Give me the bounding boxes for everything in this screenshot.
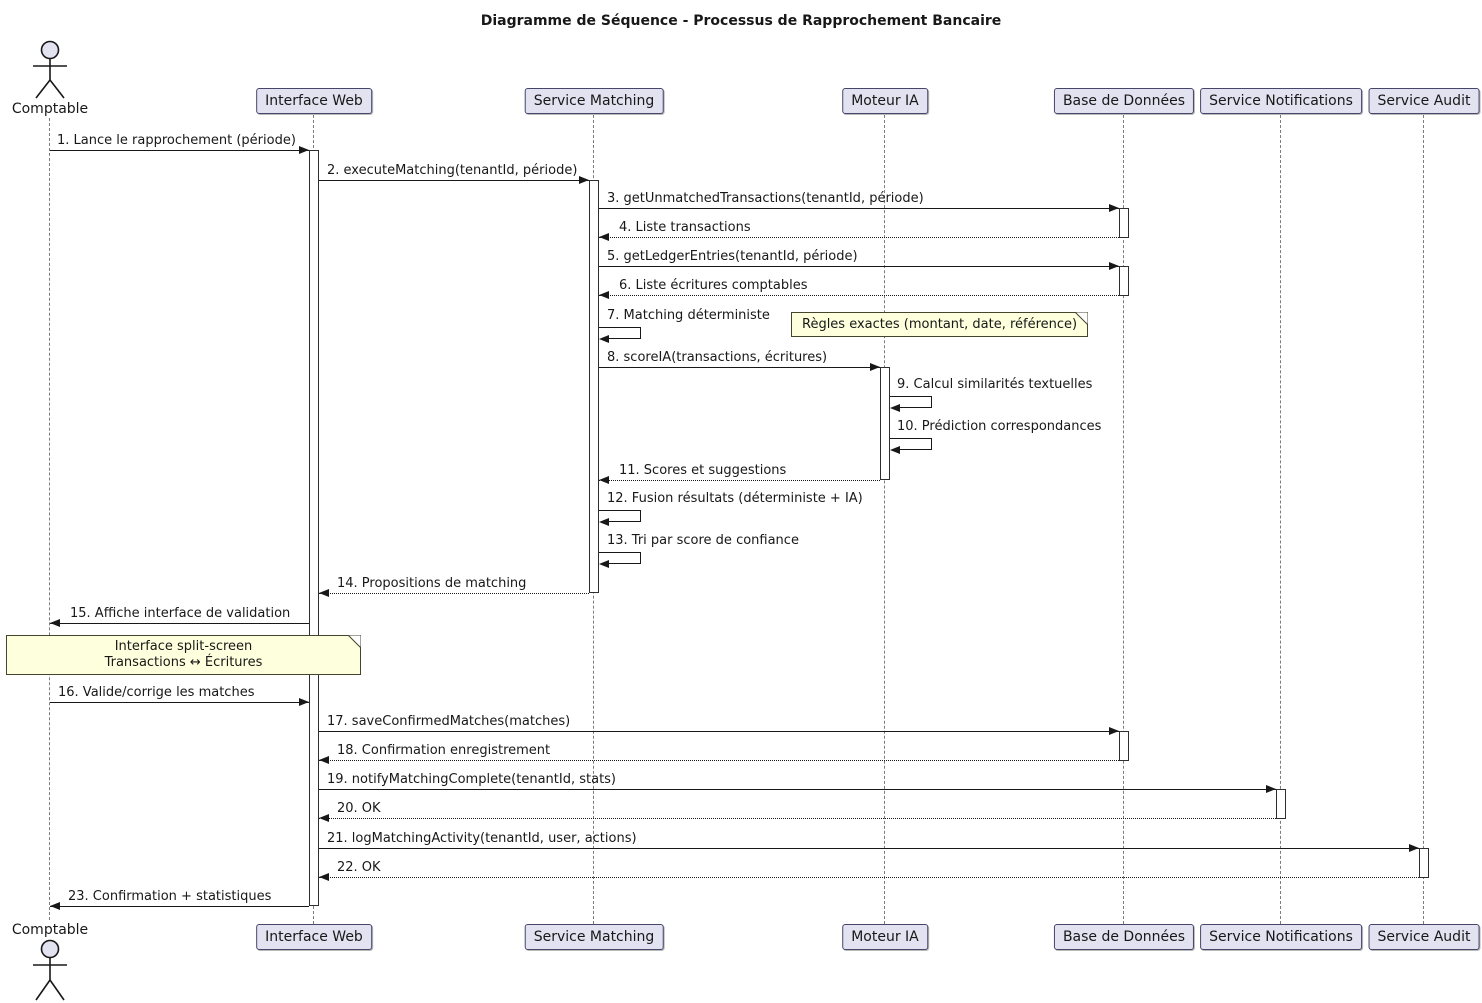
message-22-label: 22. OK [337, 860, 381, 875]
message-11-label: 11. Scores et suggestions [619, 463, 787, 478]
message-19-label: 19. notifyMatchingComplete(tenantId, sta… [327, 772, 617, 787]
participant-service-matching-top: Service Matching [524, 88, 664, 114]
note-split-screen: Interface split-screen Transactions ↔ Éc… [6, 635, 361, 675]
message-8-label: 8. scoreIA(transactions, écritures) [607, 350, 828, 365]
note-split-screen-line1: Interface split-screen [114, 639, 253, 654]
activation-notifications [1276, 789, 1286, 819]
actor-figure-top [33, 40, 67, 99]
activation-moteur-ia [880, 367, 890, 480]
activation-bdd-2 [1119, 266, 1129, 296]
note-fold-icon [348, 635, 361, 648]
participant-service-notifications-top: Service Notifications [1200, 88, 1362, 114]
lifeline-comptable [49, 118, 50, 920]
participant-service-notifications-bottom: Service Notifications [1200, 924, 1362, 950]
activation-bdd-3 [1119, 731, 1129, 761]
message-7-self-arrow [599, 327, 641, 343]
message-20-label: 20. OK [337, 801, 381, 816]
activation-service-matching [589, 180, 599, 593]
lifeline-service-audit [1423, 115, 1424, 924]
message-6-label: 6. Liste écritures comptables [619, 278, 808, 293]
note-fold-icon [1075, 312, 1089, 325]
activation-interface-web [309, 150, 319, 906]
participant-service-matching-bottom: Service Matching [524, 924, 664, 950]
message-23-label: 23. Confirmation + statistiques [68, 889, 272, 904]
message-12-label: 12. Fusion résultats (déterministe + IA) [607, 491, 863, 506]
participant-service-audit-bottom: Service Audit [1368, 924, 1480, 950]
activation-audit [1419, 848, 1429, 878]
message-2-label: 2. executeMatching(tenantId, période) [327, 163, 578, 178]
message-13-self-arrow [599, 552, 641, 568]
diagram-title: Diagramme de Séquence - Processus de Rap… [480, 13, 1002, 29]
note-regles-exactes-text: Règles exactes (montant, date, référence… [802, 317, 1078, 332]
message-14-label: 14. Propositions de matching [337, 576, 527, 591]
message-17-label: 17. saveConfirmedMatches(matches) [327, 714, 571, 729]
lifeline-moteur-ia [884, 115, 885, 924]
message-12-self-arrow [599, 510, 641, 526]
lifeline-base-de-donnees [1123, 115, 1124, 924]
actor-label-comptable-top: Comptable [11, 101, 89, 117]
activation-bdd-1 [1119, 208, 1129, 238]
note-split-screen-line2: Transactions ↔ Écritures [104, 655, 263, 670]
message-9-label: 9. Calcul similarités textuelles [897, 377, 1093, 392]
message-10-label: 10. Prédiction correspondances [897, 419, 1102, 434]
message-18-label: 18. Confirmation enregistrement [337, 743, 551, 758]
actor-figure-bottom [33, 939, 67, 1001]
message-15-label: 15. Affiche interface de validation [70, 606, 291, 621]
message-4-label: 4. Liste transactions [619, 220, 751, 235]
message-5-label: 5. getLedgerEntries(tenantId, période) [607, 249, 858, 264]
participant-interface-web-bottom: Interface Web [256, 924, 372, 950]
message-13-label: 13. Tri par score de confiance [607, 533, 799, 548]
message-16-label: 16. Valide/corrige les matches [58, 685, 255, 700]
message-9-self-arrow [890, 396, 932, 412]
participant-service-audit-top: Service Audit [1368, 88, 1480, 114]
participant-interface-web-top: Interface Web [256, 88, 372, 114]
message-10-self-arrow [890, 438, 932, 454]
message-7-label: 7. Matching déterministe [607, 308, 770, 323]
participant-moteur-ia-top: Moteur IA [842, 88, 928, 114]
message-21-label: 21. logMatchingActivity(tenantId, user, … [327, 831, 637, 846]
note-regles-exactes: Règles exactes (montant, date, référence… [791, 312, 1089, 337]
actor-label-comptable-bottom: Comptable [11, 922, 89, 938]
message-1-label: 1. Lance le rapprochement (période) [57, 133, 296, 148]
message-3-label: 3. getUnmatchedTransactions(tenantId, pé… [607, 191, 924, 206]
participant-moteur-ia-bottom: Moteur IA [842, 924, 928, 950]
lifeline-service-notifications [1280, 115, 1281, 924]
participant-base-de-donnees-bottom: Base de Données [1053, 924, 1195, 950]
participant-base-de-donnees-top: Base de Données [1053, 88, 1195, 114]
